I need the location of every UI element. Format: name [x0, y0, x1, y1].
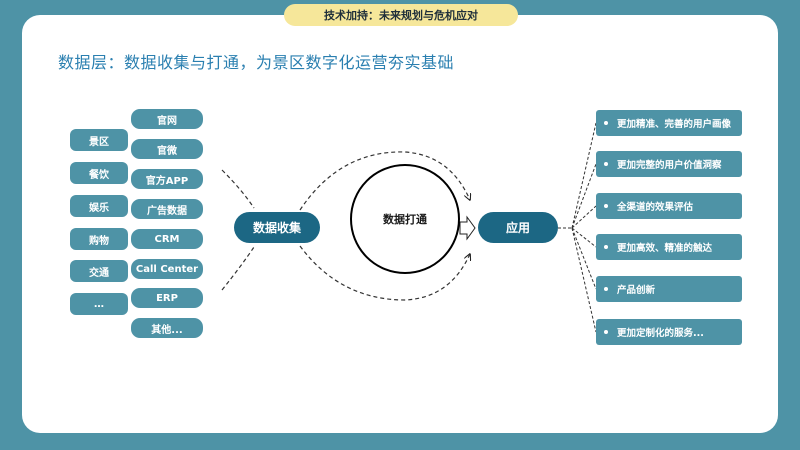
output-label: 产品创新 [617, 285, 656, 296]
collect-to-connect-arc-top [299, 151, 470, 211]
output-item: 更加完整的用户价值洞察 [596, 151, 742, 177]
output-item: 更加精准、完善的用户画像 [596, 110, 742, 136]
source-item: Call Center [131, 259, 203, 279]
collect-to-connect-arc-bottom [299, 245, 470, 301]
output-label: 全渠道的效果评估 [617, 202, 694, 213]
output-item: 全渠道的效果评估 [596, 193, 742, 219]
slide-title: 数据层：数据收集与打通，为景区数字化运营夯实基础 [58, 53, 455, 72]
data-collect-node: 数据收集 [234, 212, 320, 243]
bullet-dot [604, 204, 608, 208]
source-item: 官网 [131, 109, 203, 129]
bullet-dot [604, 245, 608, 249]
section-tab: 技术加持：未来规划与危机应对 [284, 4, 518, 26]
output-label: 更加精准、完善的用户画像 [617, 119, 732, 130]
application-node: 应用 [478, 212, 558, 243]
scene-item: 景区 [70, 129, 128, 151]
source-item: 广告数据 [131, 199, 203, 219]
bullet-dot [604, 121, 608, 125]
source-item: ERP [131, 288, 203, 308]
scene-item: 购物 [70, 228, 128, 250]
source-to-collect-connector-bottom [221, 246, 255, 291]
scene-item: 交通 [70, 260, 128, 282]
output-item: 更加定制化的服务... [596, 319, 742, 345]
bullet-dot [604, 330, 608, 334]
output-item: 产品创新 [596, 276, 742, 302]
bullet-dot [604, 287, 608, 291]
application-to-output-connectors [571, 122, 597, 333]
output-label: 更加完整的用户价值洞察 [617, 160, 722, 171]
scene-item: 娱乐 [70, 195, 128, 217]
output-label: 更加定制化的服务... [617, 328, 704, 339]
source-to-collect-connector-top [221, 169, 255, 209]
source-item: CRM [131, 229, 203, 249]
hollow-arrow [459, 215, 476, 241]
scene-item: 餐饮 [70, 162, 128, 184]
data-connect-circle: 数据打通 [350, 164, 460, 274]
output-item: 更加高效、精准的触达 [596, 234, 742, 260]
scene-item: … [70, 293, 128, 315]
source-item: 其他... [131, 318, 203, 338]
bullet-dot [604, 162, 608, 166]
source-item: 官微 [131, 139, 203, 159]
source-item: 官方APP [131, 169, 203, 189]
output-label: 更加高效、精准的触达 [617, 243, 713, 254]
